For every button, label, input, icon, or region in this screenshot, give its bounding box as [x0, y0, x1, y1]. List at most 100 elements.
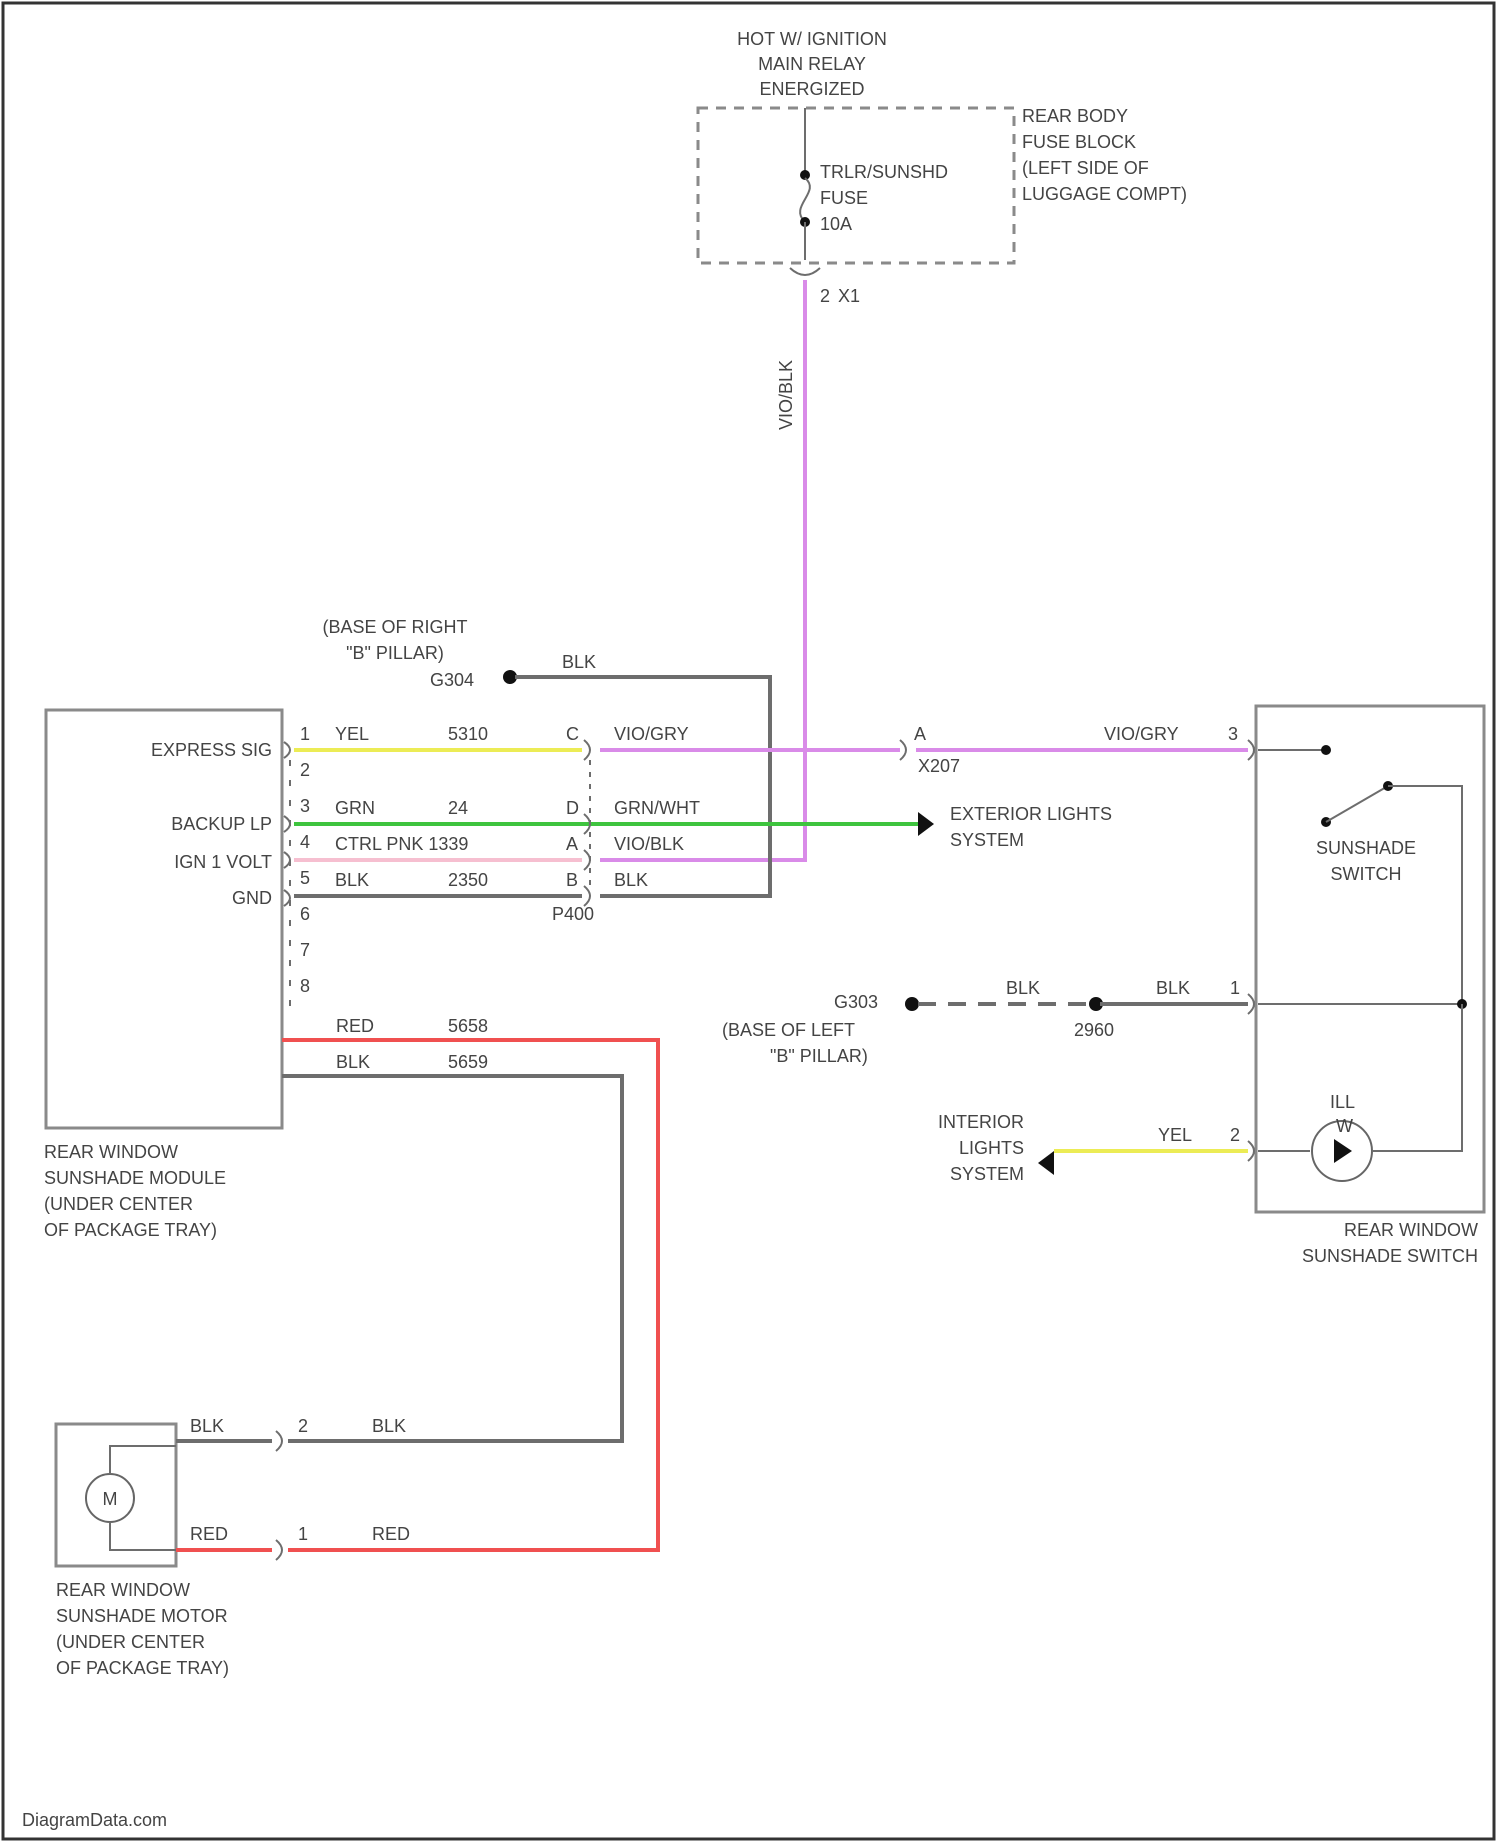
- ignition-line-2: MAIN RELAY: [758, 54, 866, 74]
- motor-caption-line-2: SUNSHADE MOTOR: [56, 1606, 228, 1626]
- ignition-source-label: HOT W/ IGNITION MAIN RELAY ENERGIZED: [737, 29, 887, 99]
- fuse-block-label: REAR BODY FUSE BLOCK (LEFT SIDE OF LUGGA…: [1022, 106, 1187, 204]
- motor-feed-red-circuit: 5658: [448, 1016, 488, 1036]
- motor-feed-blk-circuit: 5659: [448, 1052, 488, 1072]
- fuse-connector-id: X1: [838, 286, 860, 306]
- fuse-block-outline: [698, 108, 1014, 263]
- circuit-1-number: 5310: [448, 724, 488, 744]
- ground-g303-symbol: [905, 997, 919, 1011]
- motor-pin-2-right: BLK: [372, 1416, 406, 1436]
- circuit-3-color: CTRL PNK 1339: [335, 834, 468, 854]
- module-pin-1-terminal: [284, 742, 290, 758]
- lamp-label-w: W: [1336, 1116, 1353, 1136]
- ground-g303-wire-right: BLK: [1156, 978, 1190, 998]
- circuit-1-far-color: VIO/GRY: [614, 724, 689, 744]
- exterior-lights-line-1: EXTERIOR LIGHTS: [950, 804, 1112, 824]
- interior-lights-label: INTERIOR LIGHTS SYSTEM: [938, 1112, 1024, 1184]
- fuse-block-line-1: REAR BODY: [1022, 106, 1128, 126]
- fuse-block-line-2: FUSE BLOCK: [1022, 132, 1136, 152]
- splice-2960-label: 2960: [1074, 1020, 1114, 1040]
- switch-pin-1-num: 1: [1230, 978, 1240, 998]
- p400-pin-c: [584, 740, 590, 760]
- module-pin-num-1: 1: [300, 724, 310, 744]
- switch-feed-pin: 3: [1228, 724, 1238, 744]
- wire-red-5658: [282, 1040, 658, 1550]
- fuse-terminal-number: 2: [820, 286, 830, 306]
- interior-lights-line-3: SYSTEM: [950, 1164, 1024, 1184]
- circuit-1-pin: C: [566, 724, 579, 744]
- motor-symbol: M: [103, 1489, 118, 1509]
- exterior-lights-line-2: SYSTEM: [950, 830, 1024, 850]
- switch-contact-top: [1321, 745, 1331, 755]
- module-pin-num-5: 5: [300, 868, 310, 888]
- interior-lights-line-1: INTERIOR: [938, 1112, 1024, 1132]
- x207-id: X207: [918, 756, 960, 776]
- module-caption-line-1: REAR WINDOW: [44, 1142, 178, 1162]
- motor-caption-line-4: OF PACKAGE TRAY): [56, 1658, 229, 1678]
- module-pin-num-7: 7: [300, 940, 310, 960]
- circuit-3-pin: A: [566, 834, 578, 854]
- switch-label-line-1: SUNSHADE: [1316, 838, 1416, 858]
- sunshade-module-box: [46, 710, 282, 1128]
- switch-label-line-2: SWITCH: [1331, 864, 1402, 884]
- module-pin-num-6: 6: [300, 904, 310, 924]
- module-pin-label-express-sig: EXPRESS SIG: [151, 740, 272, 760]
- motor-pin-2-terminal: [276, 1431, 282, 1451]
- motor-pin-1-terminal: [276, 1540, 282, 1560]
- fuse-line-2: FUSE: [820, 188, 868, 208]
- fuse-line-3: 10A: [820, 214, 852, 234]
- switch-pin-1-terminal: [1248, 994, 1254, 1014]
- wire-blk-5659: [282, 1076, 622, 1441]
- module-pin-label-gnd: GND: [232, 888, 272, 908]
- wire-vio-blk-label: VIO/BLK: [776, 360, 796, 430]
- switch-pin-3-terminal: [1248, 740, 1254, 760]
- interior-lights-line-2: LIGHTS: [959, 1138, 1024, 1158]
- switch-caption-line-2: SUNSHADE SWITCH: [1302, 1246, 1478, 1266]
- ground-g303-wire-left: BLK: [1006, 978, 1040, 998]
- x207-terminal: [900, 740, 906, 760]
- circuit-4-color: BLK: [335, 870, 369, 890]
- fuse-icon: [800, 178, 810, 222]
- wire-vio-blk-feed: [600, 280, 805, 860]
- motor-feed-blk-color: BLK: [336, 1052, 370, 1072]
- ignition-line-3: ENERGIZED: [759, 79, 864, 99]
- module-pin-num-4: 4: [300, 832, 310, 852]
- ground-g304-symbol: [503, 670, 517, 684]
- motor-pin-1-left: RED: [190, 1524, 228, 1544]
- ground-g304-wire-color: BLK: [562, 652, 596, 672]
- fuse-block-line-3: (LEFT SIDE OF: [1022, 158, 1149, 178]
- motor-pin-2-left: BLK: [190, 1416, 224, 1436]
- module-pin-num-3: 3: [300, 796, 310, 816]
- footer-watermark: DiagramData.com: [22, 1810, 167, 1830]
- module-connector: 1 2 3 4 5 6 7 8: [284, 724, 310, 1016]
- module-pin-label-backup-lp: BACKUP LP: [171, 814, 272, 834]
- motor-caption: REAR WINDOW SUNSHADE MOTOR (UNDER CENTER…: [56, 1580, 229, 1678]
- circuit-3-far-color: VIO/BLK: [614, 834, 684, 854]
- circuit-2-far-color: GRN/WHT: [614, 798, 700, 818]
- switch-pin-2-num: 2: [1230, 1125, 1240, 1145]
- motor-feed-red-color: RED: [336, 1016, 374, 1036]
- switch-pin-2-terminal: [1248, 1141, 1254, 1161]
- sunshade-switch-box: [1256, 706, 1484, 1212]
- module-pin-num-8: 8: [300, 976, 310, 996]
- motor-pin-1-num: 1: [298, 1524, 308, 1544]
- fuse-block-line-4: LUGGAGE COMPT): [1022, 184, 1187, 204]
- wire-ground-g304: [515, 677, 770, 896]
- switch-feed-color: VIO/GRY: [1104, 724, 1179, 744]
- arrow-left-icon: [1038, 1151, 1054, 1175]
- ground-g304-id: G304: [430, 670, 474, 690]
- fuse-block-connector-icon: [790, 268, 820, 275]
- circuit-4-number: 2350: [448, 870, 488, 890]
- interior-lights-wire-color: YEL: [1158, 1125, 1192, 1145]
- switch-caption-line-1: REAR WINDOW: [1344, 1220, 1478, 1240]
- ground-g303-line-1: (BASE OF LEFT: [722, 1020, 855, 1040]
- fuse-line-1: TRLR/SUNSHD: [820, 162, 948, 182]
- module-caption-line-2: SUNSHADE MODULE: [44, 1168, 226, 1188]
- ground-g303-line-2: "B" PILLAR): [770, 1046, 868, 1066]
- ground-g304-line-2: "B" PILLAR): [346, 643, 444, 663]
- p400-pin-b: [584, 886, 590, 906]
- circuit-2-pin: D: [566, 798, 579, 818]
- circuit-1-color: YEL: [335, 724, 369, 744]
